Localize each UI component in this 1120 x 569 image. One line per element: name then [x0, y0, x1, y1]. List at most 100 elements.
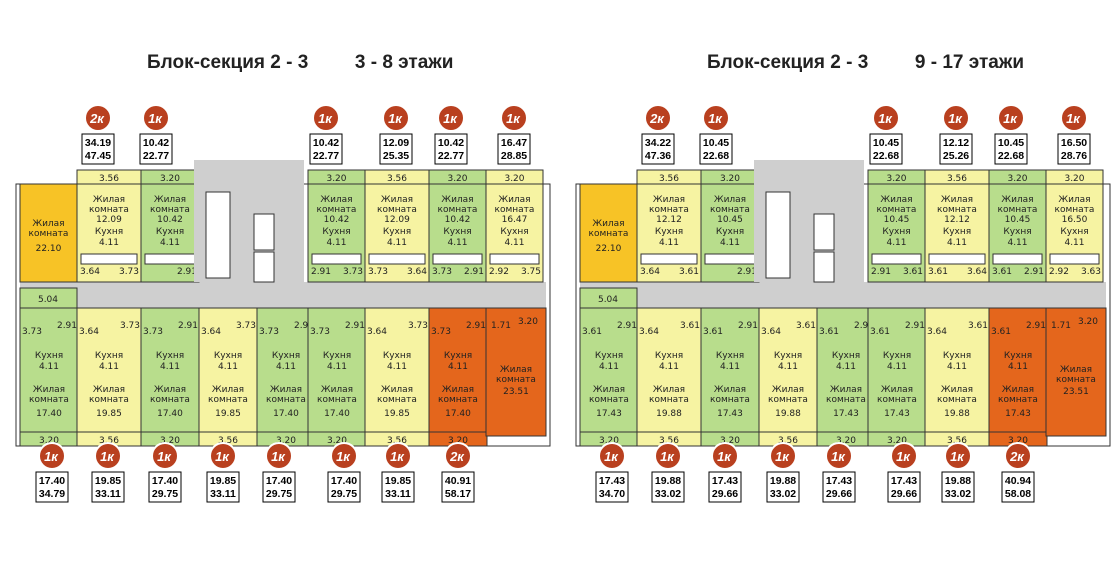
plan2-bot-apt-8-big-room	[1045, 307, 1107, 437]
plan2-top-apt-2-balcony-area: 3.56	[659, 174, 679, 184]
plan1-bot-apt-8-bath: 1.71	[491, 321, 511, 331]
plan2-top-apt-3-bath2: 2.91	[737, 267, 757, 277]
plan1-bot-apt-7-name-l2: комната	[377, 395, 417, 405]
plan1-bot-badge-3-area-a: 17.40	[152, 475, 178, 487]
plan1-top-apt-3-balcony-area: 3.20	[160, 174, 180, 184]
plan1-bot-badge-1-rooms: 1к	[44, 449, 59, 464]
section-2-floors-label: 9 - 17 этажи	[914, 52, 1025, 73]
plan1-top-badge-3-area-b: 22.77	[313, 150, 339, 162]
plan1-top-badge-2-area-a: 10.42	[143, 137, 169, 149]
plan2-top-badge-1-area-b: 47.36	[645, 150, 671, 162]
plan2-bot-apt-7-bath2: 3.61	[968, 321, 988, 331]
plan1-bot-apt-5-kitchen-area: 4.11	[276, 362, 296, 372]
plan2-bot-apt-5-bath1: 3.61	[819, 327, 839, 337]
plan1-bot-apt-3-balcony-area: 3.20	[160, 436, 180, 446]
plan1-bot-apt-4-kitchen: Кухня	[214, 351, 242, 361]
plan2-top-apt-5-bath2: 3.64	[967, 267, 987, 277]
plan1-top-apt-6-bath1: 3.73	[432, 267, 452, 277]
plan2-bot-apt-2-area: 19.88	[656, 409, 682, 419]
plan1-bot-badge-2-box	[91, 471, 125, 503]
plan2-bot-apt-4-name-l1: Жилая	[772, 385, 804, 395]
plan2-bot-badge-8-rooms: 2к	[1009, 449, 1025, 464]
plan1-top-badge-4-rooms: 1к	[388, 111, 403, 126]
plan2-top-apt-4-bath2: 3.61	[903, 267, 923, 277]
plan2-bot-apt-6-area: 17.43	[884, 409, 910, 419]
plan1-top-badge-5-box	[434, 133, 468, 165]
plan1-top-badge-5-circle	[437, 104, 465, 132]
plan2-top-apt-4-bath1: 2.91	[871, 267, 891, 277]
plan1-bot-apt-4-bath1: 3.64	[201, 327, 221, 337]
plan2-bot-apt-8-name-l1: Жилая	[1002, 385, 1034, 395]
plan2-top-apt-4-name-l2: комната	[877, 205, 917, 215]
plan1-top-badge-2-area-b: 22.77	[143, 150, 169, 162]
plan2-bot-apt-5-kitchen-area: 4.11	[836, 362, 856, 372]
plan1-bot-apt-7-kitchen: Кухня	[383, 351, 411, 361]
plan1-bot-apt-7-kitchen-area: 4.11	[387, 362, 407, 372]
plan2-bot-apt-4-kitchen-area: 4.11	[778, 362, 798, 372]
plan1-top-apt-2-area: 12.09	[96, 215, 122, 225]
plan1-bot-apt-6-kitchen-area: 4.11	[327, 362, 347, 372]
plan2-bot-badge-6-area-b: 29.66	[891, 488, 917, 500]
plan2-top-apt-2-bath1: 3.64	[640, 267, 660, 277]
plan2-top-apt-4-name-l1: Жилая	[880, 195, 912, 205]
plan1-top-badge-1-box	[81, 133, 115, 165]
plan1-top-badge-4-circle	[382, 104, 410, 132]
plan1-top-apt-2-bath2: 3.73	[119, 267, 139, 277]
plan2-bot-badge-5-area-b: 29.66	[826, 488, 852, 500]
plan1-bot-badge-7-box	[381, 471, 415, 503]
plan1-bot-apt-1-bath1: 3.73	[22, 327, 42, 337]
plan2-bot-apt-1-area: 17.43	[596, 409, 622, 419]
plan1-bot-apt-3-kitchen-area: 4.11	[160, 362, 180, 372]
plan2-bot-apt-6-kitchen: Кухня	[883, 351, 911, 361]
plan2-top-badge-4-circle	[942, 104, 970, 132]
plan1-top-apt-4-name-l2: комната	[317, 205, 357, 215]
plan2-bot-badge-6-rooms: 1к	[896, 449, 911, 464]
plan1-bot-apt-5-bath1: 3.73	[259, 327, 279, 337]
plan2-top-apt-5-balcony-area: 3.56	[947, 174, 967, 184]
plan2-bot-apt-3-area: 17.43	[717, 409, 743, 419]
plan1-bot-apt-6-kitchen: Кухня	[323, 351, 351, 361]
plan2-lift-1	[813, 213, 835, 251]
plan2-corridor	[580, 282, 1106, 308]
plan2-bot-apt-4-balcony-area: 3.56	[778, 436, 798, 446]
plan2-top-badge-6-area-a: 16.50	[1061, 137, 1087, 149]
plan1-top-apt-4-sink	[311, 253, 362, 265]
plan1-bot-apt-4-area: 19.85	[215, 409, 241, 419]
plan1-bot-badge-8-circle	[444, 442, 472, 470]
plan1-bot-badge-5-box	[262, 471, 296, 503]
plan1-top-apt-6-kitchen-area: 4.11	[447, 238, 467, 248]
plan1-top-apt-5-kitchen: Кухня	[383, 227, 411, 237]
plan2-bot-apt-8-name-l2: комната	[998, 395, 1038, 405]
plan1-top-badge-2-rooms: 1к	[148, 111, 163, 126]
plan1-bot-badge-3-box	[148, 471, 182, 503]
plan1-bot-badge-6-area-b: 29.75	[331, 488, 357, 500]
plan2-bot-apt-2-balcony-area: 3.56	[659, 436, 679, 446]
plan1-bot-apt-6-name-l2: комната	[317, 395, 357, 405]
plan1-top-apt-5-room	[364, 183, 430, 283]
plan2-top-apt-3-name-l2: комната	[710, 205, 750, 215]
plan2-top-apt-7-area: 16.50	[1062, 215, 1088, 225]
plan1-bot-apt-5-kitchen: Кухня	[272, 351, 300, 361]
plan1-top-apt-2-sink	[80, 253, 138, 265]
plan2-bot-apt-1-kitchen: Кухня	[595, 351, 623, 361]
plan1-bot-apt-6-area: 17.40	[324, 409, 350, 419]
plan1-bot-apt-5-room	[256, 307, 316, 433]
plan1-bot-apt-6-bath1: 3.73	[310, 327, 330, 337]
plan2-top-apt-2-room	[636, 183, 702, 283]
plan2-top-badge-2-box	[699, 133, 733, 165]
plan1-top-badge-1-circle	[84, 104, 112, 132]
plan2-top-badge-6-circle	[1060, 104, 1088, 132]
plan2-top-badge-6-rooms: 1к	[1066, 111, 1081, 126]
plan1-bot-apt-5-name-l1: Жилая	[270, 385, 302, 395]
plan1-bot-badge-6-box	[327, 471, 361, 503]
plan2-bot-apt-5-name-l1: Жилая	[830, 385, 862, 395]
plan1-top-apt-7-kitchen-area: 4.11	[504, 238, 524, 248]
plan1-top-apt-5-balcony-area: 3.56	[387, 174, 407, 184]
plan2-top-badge-3-box	[869, 133, 903, 165]
plan2-bot-badge-6-area-a: 17.43	[891, 475, 917, 487]
plan2-bot-badge-2-area-b: 33.02	[655, 488, 681, 500]
plan2-bot-apt-3-balcony-area: 3.20	[720, 436, 740, 446]
plan1-bot-apt-8-balcony-area: 3.20	[518, 317, 538, 327]
plan1-top-apt-4-bath1: 2.91	[311, 267, 331, 277]
plan2-bot-apt-3-name-l2: комната	[710, 395, 750, 405]
